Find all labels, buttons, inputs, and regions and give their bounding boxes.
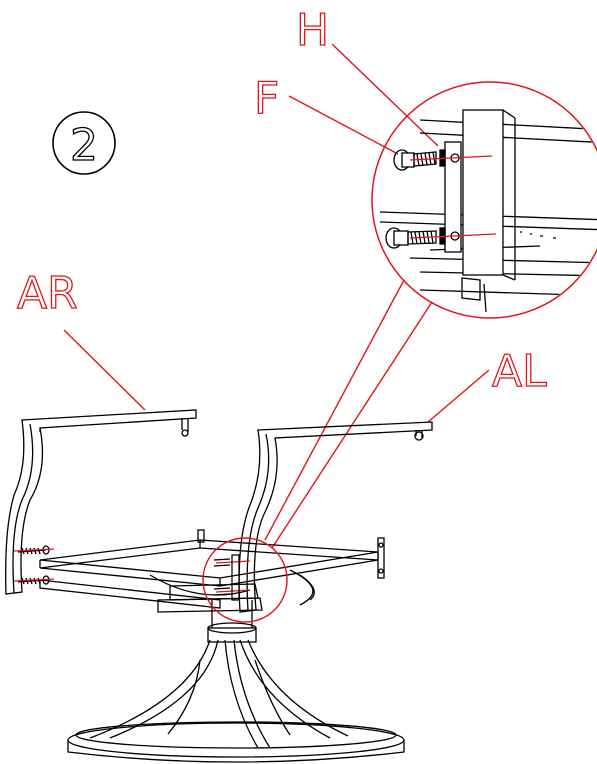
leader-detail-1: [264, 279, 405, 541]
leader-lines: [63, 43, 490, 549]
callout-labels: H F AR AL: [16, 4, 547, 397]
step-number: 2: [70, 120, 98, 171]
detail-locator: [202, 537, 288, 623]
seat-frame: [39, 529, 385, 613]
base-ring-inner: [75, 721, 397, 749]
base-ring-outer: [67, 722, 405, 758]
ar-arrows: [13, 548, 55, 582]
label-h: H: [296, 5, 329, 56]
step-indicator: 2: [52, 111, 116, 175]
leader-f: [288, 95, 399, 155]
detail-view: [371, 81, 597, 319]
arm-ar: [5, 409, 197, 595]
label-ar: AR: [17, 268, 78, 319]
label-f: F: [254, 73, 279, 124]
detail-locator-circle: [202, 537, 288, 623]
detail-circle: [371, 81, 597, 319]
swivel-base: [67, 600, 405, 763]
leader-al: [427, 369, 490, 423]
label-al: AL: [492, 346, 547, 397]
step-circle: [52, 111, 116, 175]
leader-detail-2: [271, 301, 433, 549]
arm-al: [238, 421, 433, 613]
leader-h: [331, 43, 439, 147]
leader-ar: [63, 329, 146, 411]
